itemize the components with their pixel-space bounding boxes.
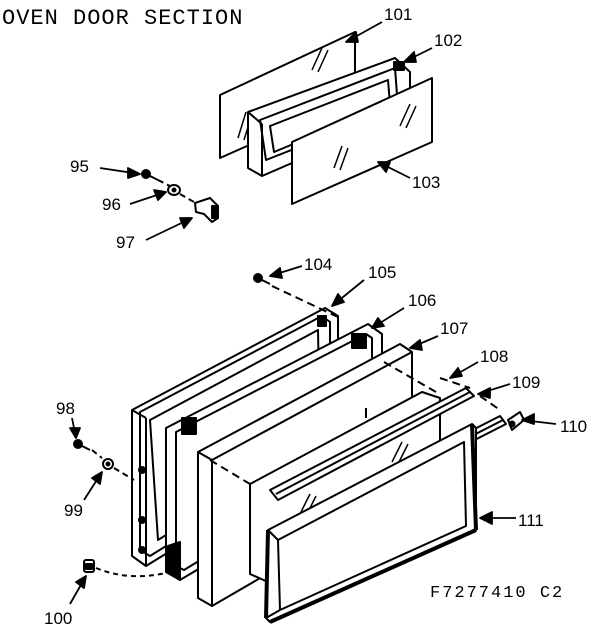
callout-107: 107 [440, 319, 468, 338]
callout-95: 95 [70, 157, 89, 176]
diagram-title: OVEN DOOR SECTION [2, 6, 244, 31]
part-99-washer [102, 458, 114, 470]
part-95-screw [141, 169, 159, 181]
callout-101: 101 [384, 5, 412, 24]
callout-106: 106 [408, 291, 436, 310]
part-108-retainer-strip [269, 387, 475, 501]
callout-105: 105 [368, 263, 396, 282]
callout-108: 108 [480, 347, 508, 366]
assembly-line [157, 179, 195, 203]
callout-96: 96 [102, 195, 121, 214]
assembly-line [209, 361, 501, 485]
callout-100: 100 [44, 609, 72, 628]
leader-lines [69, 21, 557, 605]
callout-102: 102 [434, 31, 462, 50]
assembly-line [91, 449, 135, 481]
part-102-glass-frame [247, 57, 411, 177]
callout-97: 97 [116, 233, 135, 252]
callout-labels: 101 102 103 95 96 97 104 105 106 107 108… [44, 5, 587, 628]
callout-111: 111 [518, 511, 544, 530]
part-103-glass-panel [291, 77, 433, 205]
part-98-screw [73, 439, 91, 451]
callout-98: 98 [56, 399, 75, 418]
callout-104: 104 [304, 255, 332, 274]
callout-99: 99 [64, 501, 83, 520]
drawing-code: F7277410 C2 [430, 584, 565, 603]
assembly-line [95, 567, 171, 578]
callout-110: 110 [560, 417, 587, 436]
callout-103: 103 [412, 173, 440, 192]
part-104-screw [253, 273, 271, 285]
callout-109: 109 [512, 373, 540, 392]
part-97-bracket [194, 197, 219, 223]
part-111-gasket-frame [264, 423, 478, 624]
part-110-clip [507, 411, 525, 431]
part-96-washer [167, 184, 181, 196]
part-100-plug [83, 559, 95, 573]
